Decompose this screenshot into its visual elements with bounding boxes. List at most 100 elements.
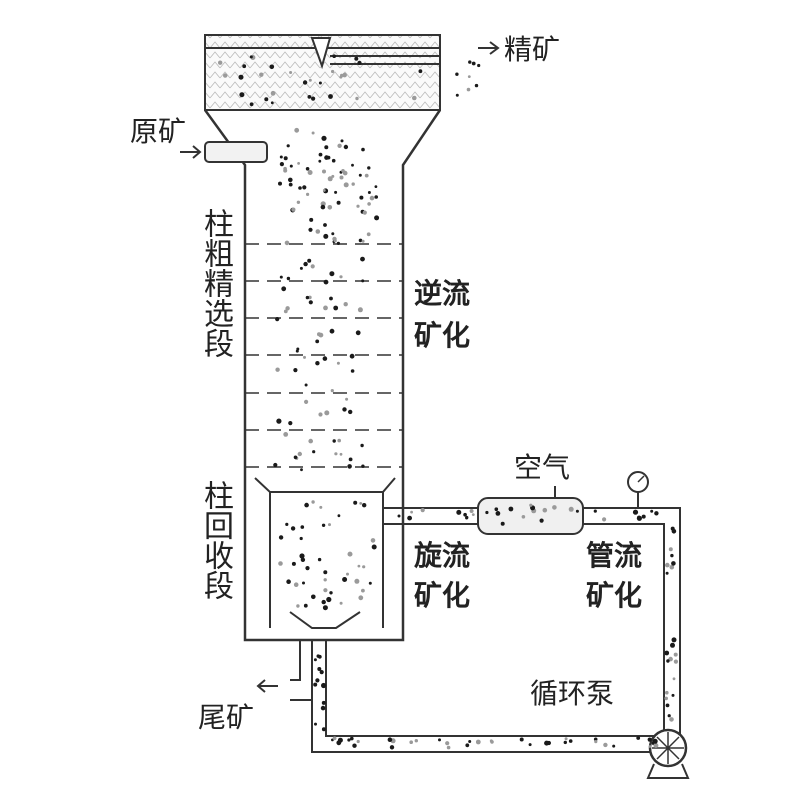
- particle: [321, 523, 326, 527]
- particle: [299, 536, 303, 541]
- particle: [594, 740, 598, 744]
- particle: [632, 509, 639, 515]
- particle: [370, 538, 376, 543]
- particle: [259, 72, 264, 77]
- particle: [308, 300, 313, 305]
- particle: [324, 145, 329, 150]
- particle: [273, 462, 278, 468]
- particle: [673, 652, 678, 657]
- particle: [360, 443, 364, 448]
- particle: [414, 739, 418, 743]
- particle: [354, 578, 360, 584]
- particle: [367, 166, 371, 170]
- particle: [307, 170, 313, 175]
- particle: [463, 512, 467, 517]
- particle: [343, 182, 349, 188]
- particle: [564, 737, 568, 741]
- particle: [529, 503, 533, 507]
- particle: [340, 139, 344, 143]
- particle: [238, 74, 244, 80]
- circulation-pipe: [290, 497, 681, 753]
- particle: [311, 500, 315, 504]
- particle: [318, 81, 322, 85]
- particle: [322, 356, 328, 361]
- particle: [466, 87, 471, 92]
- particle: [328, 94, 333, 99]
- particle: [349, 353, 355, 359]
- particle: [317, 332, 321, 337]
- particle: [317, 667, 322, 671]
- particle: [327, 176, 333, 182]
- particle: [374, 215, 380, 221]
- particle: [323, 588, 328, 593]
- particle: [296, 604, 300, 608]
- rougher-section-label: 柱粗精选段: [198, 208, 233, 358]
- particle: [318, 152, 323, 157]
- particle: [455, 72, 459, 76]
- particle: [356, 204, 360, 208]
- feed-label: 原矿: [130, 115, 187, 148]
- particle: [593, 737, 598, 742]
- particle: [668, 656, 673, 662]
- pipe-flow-label-1: 管流: [586, 539, 643, 572]
- particle: [485, 510, 489, 515]
- section-dividers: [245, 243, 403, 468]
- particle: [343, 144, 349, 150]
- particle: [357, 307, 363, 313]
- particle: [354, 56, 359, 61]
- particle: [329, 271, 335, 277]
- particle: [494, 507, 499, 512]
- particle: [333, 239, 337, 243]
- particle: [369, 195, 375, 201]
- particle: [345, 397, 349, 401]
- particle: [334, 452, 338, 456]
- particle: [327, 205, 333, 210]
- particle: [374, 185, 378, 189]
- particle: [467, 75, 471, 78]
- pressure-gauge-icon: [627, 471, 649, 508]
- particle: [308, 295, 312, 300]
- particle: [329, 591, 333, 595]
- particle: [298, 186, 302, 190]
- particle: [318, 159, 322, 163]
- particle: [356, 739, 360, 744]
- tailings-label: 尾矿: [198, 701, 255, 734]
- particle: [361, 239, 365, 243]
- particle: [361, 279, 365, 283]
- circulation-pump-icon: [646, 728, 690, 779]
- particle: [275, 317, 280, 322]
- particle: [412, 95, 417, 101]
- particle: [337, 514, 341, 518]
- particle: [314, 722, 317, 726]
- particle: [670, 553, 674, 558]
- particle: [665, 690, 669, 695]
- particle: [320, 705, 326, 711]
- particle: [322, 189, 326, 192]
- particle: [420, 508, 425, 513]
- particle: [291, 561, 296, 566]
- particle: [339, 175, 344, 180]
- particle: [305, 167, 310, 171]
- particle: [313, 658, 317, 662]
- particle: [332, 736, 337, 741]
- concentrate-label: 精矿: [504, 33, 561, 66]
- particle: [359, 195, 364, 200]
- particle: [300, 557, 306, 562]
- particle: [283, 166, 287, 171]
- particle: [286, 579, 291, 584]
- particle: [288, 182, 293, 187]
- particle: [342, 407, 347, 412]
- particle: [409, 740, 414, 744]
- particle: [308, 78, 312, 82]
- particle: [304, 399, 309, 404]
- particle: [665, 571, 669, 575]
- particle: [397, 514, 401, 518]
- swirl-label-2: 矿化: [414, 579, 471, 612]
- particle: [542, 507, 548, 513]
- particle: [286, 276, 291, 281]
- particle: [474, 83, 479, 88]
- particle: [446, 745, 451, 750]
- particle: [306, 192, 310, 196]
- particle: [276, 418, 282, 424]
- particle: [279, 162, 284, 167]
